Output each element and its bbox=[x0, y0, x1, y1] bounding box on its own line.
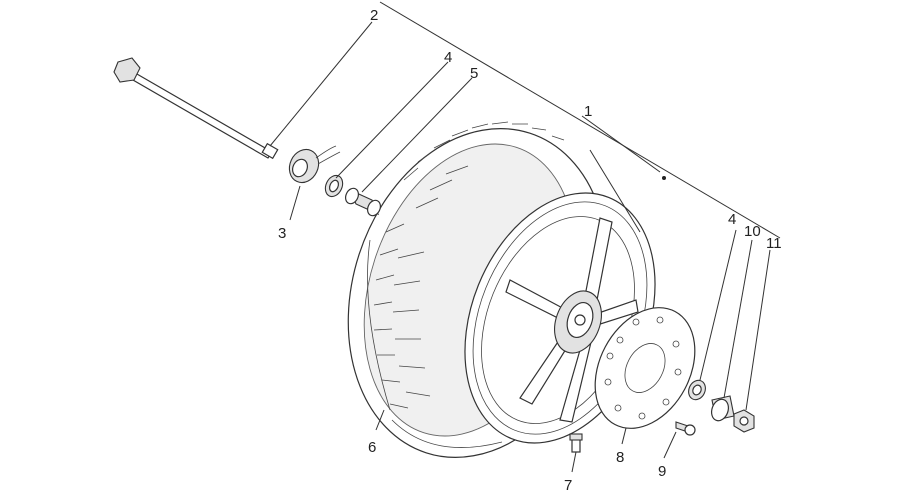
callout-2: 2 bbox=[370, 7, 378, 24]
callout-9: 9 bbox=[658, 463, 666, 480]
brake-disc bbox=[594, 307, 696, 429]
callout-4-right: 4 bbox=[728, 211, 736, 228]
tire-valve bbox=[569, 433, 583, 453]
spacer-bushing bbox=[344, 187, 382, 217]
callout-8: 8 bbox=[616, 449, 624, 466]
callout-4-left: 4 bbox=[444, 49, 452, 66]
wheel-axle bbox=[113, 57, 279, 160]
right-spacer bbox=[710, 395, 735, 422]
bearing-right bbox=[688, 379, 706, 401]
wheel-hub bbox=[554, 290, 602, 354]
callout-5: 5 bbox=[470, 65, 478, 82]
bearing-left bbox=[324, 174, 344, 198]
speedometer-drive bbox=[288, 145, 341, 184]
leader-lines bbox=[269, 1, 781, 473]
callout-6: 6 bbox=[368, 439, 376, 456]
callout-7: 7 bbox=[564, 477, 572, 493]
callout-1: 1 bbox=[584, 103, 592, 120]
disc-bolt bbox=[675, 421, 696, 436]
reference-dot bbox=[662, 176, 666, 180]
callout-3: 3 bbox=[278, 225, 286, 242]
axle-nut bbox=[733, 409, 755, 433]
callout-10: 10 bbox=[744, 223, 761, 240]
callout-11: 11 bbox=[766, 235, 782, 252]
